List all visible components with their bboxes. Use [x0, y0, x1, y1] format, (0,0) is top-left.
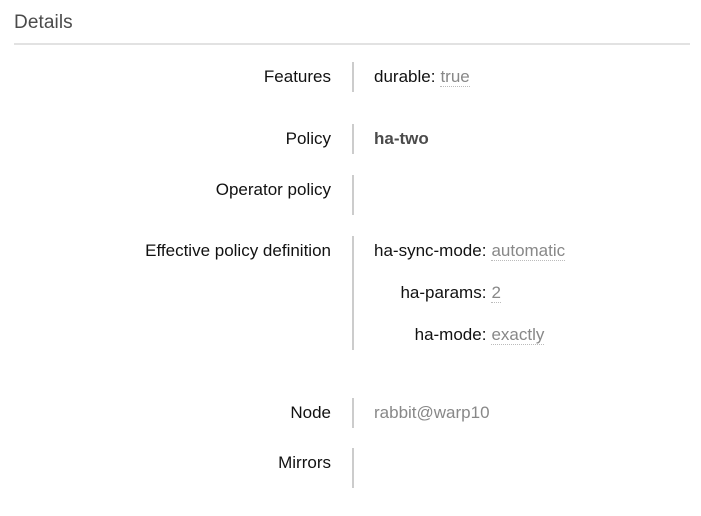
column-divider [352, 398, 354, 448]
argument-key: ha-mode: [414, 325, 487, 344]
arguments-table: durable: true [374, 62, 470, 92]
table-row: Operator policy [0, 175, 701, 236]
detail-value-policy: ha-two [354, 124, 701, 175]
detail-value-operator-policy [354, 175, 701, 236]
detail-value-node: rabbit@warp10 [354, 398, 701, 448]
detail-value-effective-policy-definition: ha-sync-mode: automatic ha-params: [354, 236, 701, 398]
detail-label-mirrors: Mirrors [278, 453, 331, 472]
argument-value[interactable]: 2 [491, 283, 501, 303]
argument-row: ha-sync-mode: automatic [374, 236, 566, 266]
column-divider [352, 236, 354, 398]
details-key-value-table: Features durable: true [0, 62, 701, 516]
table-row: Policy ha-two [0, 124, 701, 175]
details-panel: Details Features durable: [14, 12, 690, 488]
detail-value-features: durable: true [354, 62, 701, 124]
detail-label-effective-policy-definition: Effective policy definition [145, 241, 331, 260]
argument-row: durable: true [374, 62, 470, 92]
argument-value[interactable]: automatic [491, 241, 566, 261]
column-divider [352, 62, 354, 124]
column-divider [352, 175, 354, 236]
table-row: Effective policy definition ha-sync-mode… [0, 236, 701, 398]
arguments-table: ha-sync-mode: automatic ha-params: [374, 236, 566, 350]
column-divider [352, 124, 354, 175]
table-row: Features durable: true [0, 62, 701, 124]
detail-label-policy: Policy [285, 129, 331, 148]
detail-label-features: Features [263, 67, 331, 86]
table-row: Node rabbit@warp10 [0, 398, 701, 448]
node-name: rabbit@warp10 [374, 403, 490, 422]
argument-key: ha-params: [400, 283, 487, 302]
section-divider-rule [14, 43, 690, 45]
argument-key: ha-sync-mode: [374, 241, 487, 260]
argument-row: ha-params: 2 [374, 266, 565, 308]
argument-value[interactable]: exactly [491, 325, 545, 345]
argument-row: ha-mode: exactly [374, 308, 565, 350]
detail-label-node: Node [290, 403, 331, 422]
table-row: Mirrors [0, 448, 701, 516]
detail-value-mirrors [354, 448, 701, 516]
page-title: Details [14, 12, 73, 33]
detail-label-operator-policy: Operator policy [215, 180, 331, 199]
column-divider [352, 448, 354, 516]
argument-key: durable: [374, 67, 436, 86]
policy-name-link[interactable]: ha-two [374, 129, 429, 148]
argument-value[interactable]: true [440, 67, 470, 87]
